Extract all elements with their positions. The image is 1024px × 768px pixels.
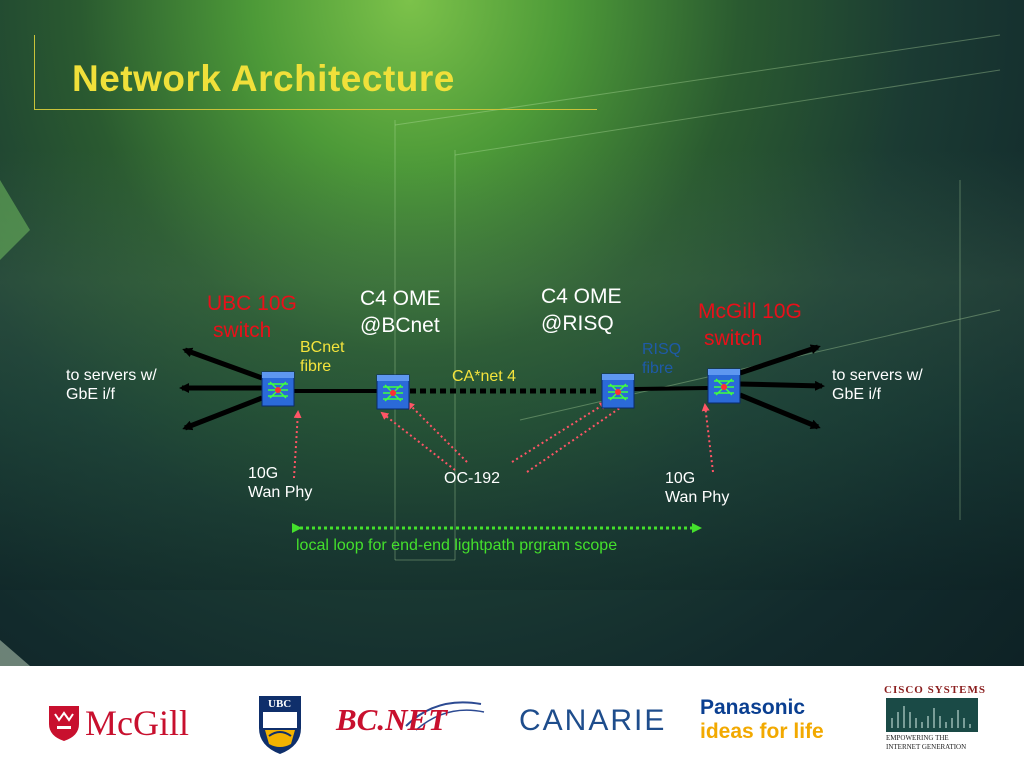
switch-icon [261,371,295,407]
panasonic-logo: Panasonic ideas for life [700,696,824,743]
oc192-pointer-2 [406,401,468,463]
cisco-bridge-icon [886,698,978,732]
title-vertical-rule [34,35,35,110]
logo-strip: McGill UBC BC.NET CANARIE Panasonic idea… [0,666,1024,768]
ubc-logo: UBC [257,694,303,761]
background-decoration [0,34,1001,666]
background-band [0,150,1024,590]
cisco-logo: CISCO SYSTEMS EMPOWERING THE INTERNET GE… [884,684,986,751]
mcgill-logo: McGill [47,703,189,747]
wan-left-pointer [293,410,302,479]
c4-risq-label: C4 OME@RISQ [541,285,622,336]
network-diagram [179,344,825,533]
oc192-pointer-3 [511,401,608,463]
canet-label: CA*net 4 [452,368,517,385]
wan-right-pointer [701,403,714,473]
local-loop-label: local loop for end-end lightpath prgram … [296,537,618,554]
canarie-logo: CANARIE [519,704,667,737]
switch-icon [376,374,410,410]
switch-icon [601,373,635,409]
bcnet-logo: BC.NET [336,696,486,740]
switch-icon [707,368,741,404]
left-servers-label: to servers w/GbE i/f [66,367,157,404]
ubc-crest-icon [259,696,301,754]
oc192-pointer-4 [526,399,632,473]
left-server-arrows [179,347,263,431]
mcgill-shield-icon [49,706,79,741]
oc192-pointer-1 [380,411,456,471]
c4-bcnet-label: C4 OME@BCnet [360,287,441,338]
bcnet-swoosh-icon [405,701,485,731]
risq-fibre-link [633,386,709,391]
slide-background: Network Architecture [0,0,1024,666]
slide-title: Network Architecture [72,58,455,99]
right-servers-label: to servers w/GbE i/f [832,367,923,404]
title-rule [35,109,597,110]
right-server-arrows [739,344,825,430]
oc192-label: OC-192 [444,470,501,487]
